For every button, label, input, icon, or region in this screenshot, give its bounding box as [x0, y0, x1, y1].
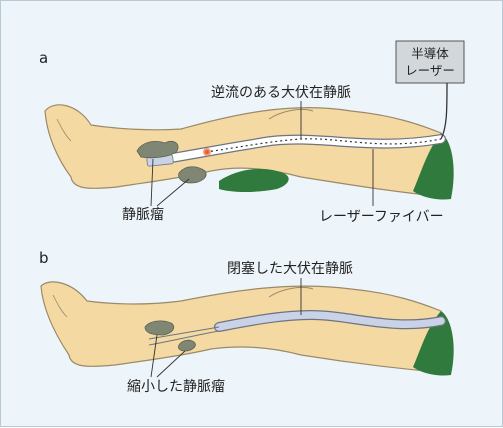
- label-fiber: レーザーファイバー: [319, 209, 444, 225]
- varicose-shrunk-upper-b: [145, 321, 174, 335]
- leader-varicose-2: [157, 179, 189, 206]
- laser-cable: [441, 83, 447, 139]
- panel-b-letter: b: [39, 249, 49, 267]
- laser-source-label-2: レーザー: [405, 63, 455, 78]
- muscle-calf-a: [219, 169, 289, 192]
- label-varicose: 静脈瘤: [122, 206, 164, 223]
- varicose-lower-a: [179, 167, 206, 183]
- laser-source-label-1: 半導体: [411, 46, 449, 61]
- panel-b: b 閉塞した大伏在静脈 縮小した静脈瘤: [39, 249, 454, 395]
- label-shrunk-varicose: 縮小した静脈瘤: [127, 378, 225, 395]
- label-occluded-vein: 閉塞した大伏在静脈: [227, 260, 353, 277]
- label-refluxing-vein: 逆流のある大伏在静脈: [211, 85, 351, 101]
- panel-a: a 半導体 レーザー 逆流のある大伏在静脈 静脈瘤 レ: [39, 41, 464, 225]
- fiber-tip-a: [205, 150, 209, 154]
- panel-a-letter: a: [39, 49, 48, 67]
